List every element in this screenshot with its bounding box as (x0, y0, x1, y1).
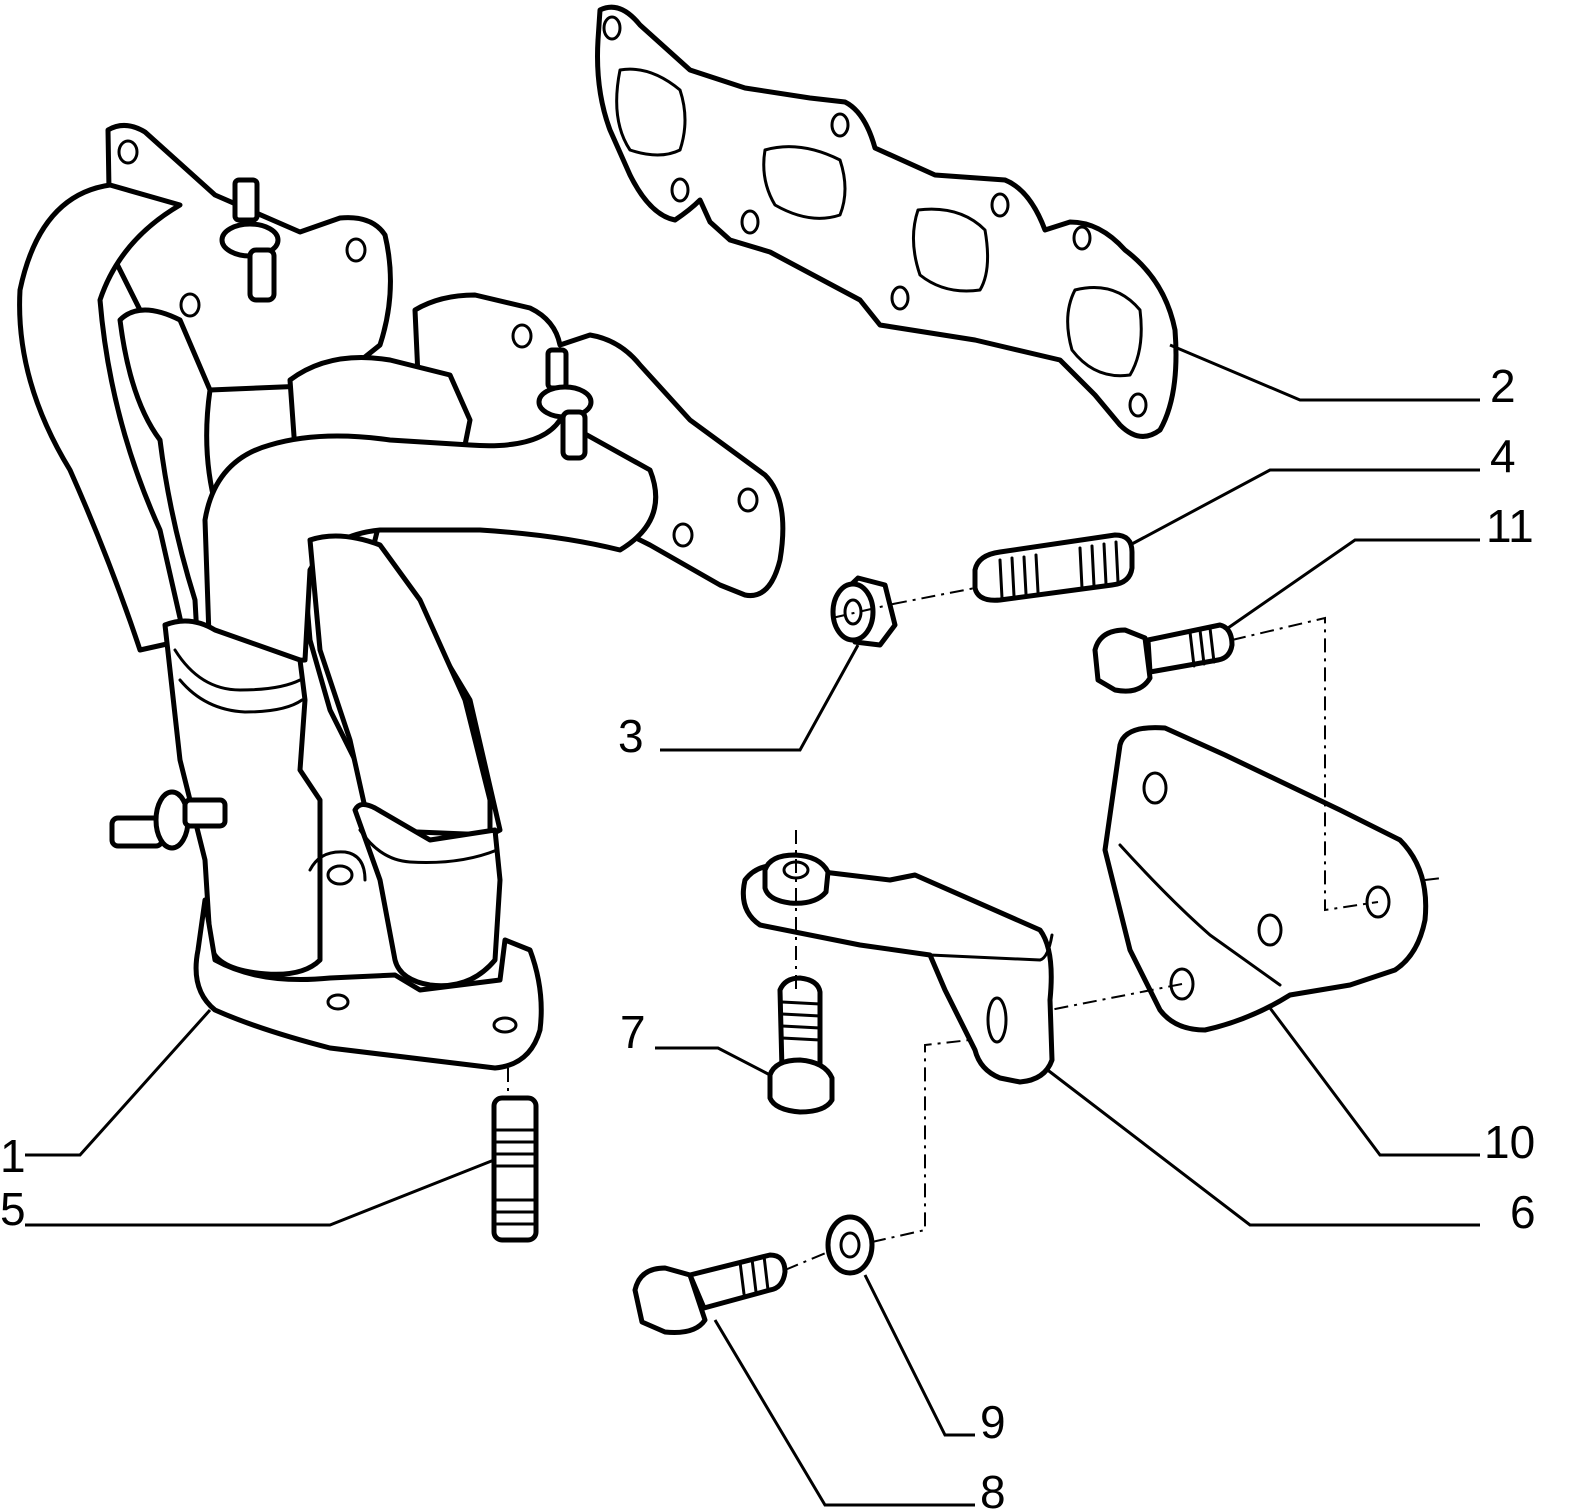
stud-4 (972, 532, 1135, 603)
callout-10: 10 (1484, 1116, 1535, 1168)
callout-8: 8 (980, 1466, 1006, 1510)
callout-6: 6 (1510, 1186, 1536, 1238)
assembly-axes (507, 587, 1443, 1271)
callout-2: 2 (1490, 360, 1516, 412)
leader-lines (25, 343, 1480, 1507)
bolt-8 (632, 1252, 788, 1335)
exhaust-manifold (17, 123, 786, 1071)
callout-1: 1 (0, 1130, 26, 1182)
callout-9: 9 (980, 1396, 1006, 1448)
callout-7: 7 (620, 1006, 646, 1058)
manifold-stud-side (109, 789, 228, 851)
bracket-10 (1102, 725, 1429, 1033)
stud-5 (491, 1095, 539, 1243)
bolt-7 (767, 975, 835, 1115)
callout-3: 3 (618, 710, 644, 762)
callout-11: 11 (1486, 500, 1534, 552)
nut-3 (830, 575, 898, 648)
washer-9 (825, 1214, 875, 1276)
callout-4: 4 (1490, 430, 1516, 482)
bolt-11 (1092, 622, 1235, 694)
manifold-stud-right (536, 347, 594, 461)
manifold-gasket (595, 4, 1179, 439)
callout-5: 5 (0, 1183, 26, 1235)
callout-labels: 1 2 3 4 5 6 7 8 9 10 11 (0, 360, 1536, 1510)
manifold-stud-upper (219, 177, 281, 303)
